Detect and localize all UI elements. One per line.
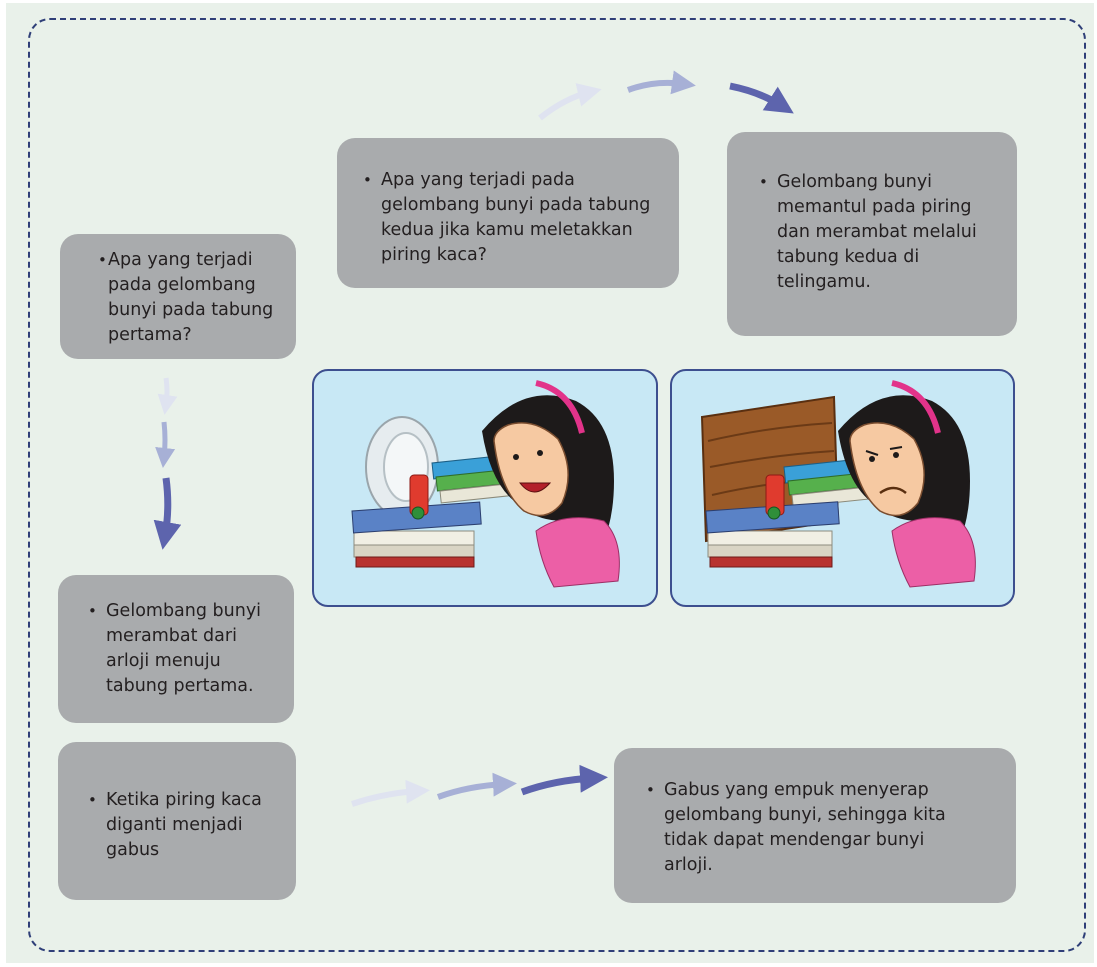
answer-first-tube-box: • Gelombang bunyi merambat dari arloji m… — [58, 575, 294, 723]
question-second-tube-text: Apa yang terjadi pada gelombang bunyi pa… — [381, 170, 651, 265]
arrow-top-1 — [538, 83, 602, 121]
dashed-frame — [28, 18, 1086, 952]
arrow-top-3 — [729, 82, 794, 114]
arrow-bottom-1 — [351, 779, 430, 807]
bullet: • — [88, 602, 97, 620]
answer-cork-text: Gabus yang empuk menyerap gelombang buny… — [664, 780, 946, 875]
question-first-tube-text: Apa yang terjadi pada gelombang bunyi pa… — [108, 250, 274, 345]
bullet: • — [759, 173, 768, 191]
arrow-down-1 — [157, 377, 178, 415]
girl-listening-plate-illustration — [312, 369, 658, 607]
answer-cork-box: • Gabus yang empuk menyerap gelombang bu… — [614, 748, 1016, 903]
arrow-down-3 — [153, 477, 182, 550]
answer-second-tube-text: Gelombang bunyi memantul pada piring dan… — [777, 172, 977, 292]
bullet: • — [88, 791, 97, 809]
girl-listening-cork-illustration — [670, 369, 1015, 607]
answer-first-tube-text: Gelombang bunyi merambat dari arloji men… — [106, 601, 262, 696]
arrow-bottom-2 — [436, 772, 517, 800]
question-first-tube-box: • Apa yang terjadi pada gelombang bunyi … — [60, 234, 296, 359]
arrow-bottom-3 — [520, 764, 608, 796]
question-second-tube-box: • Apa yang terjadi pada gelombang bunyi … — [337, 138, 679, 288]
question-cork-text: Ketika piring kaca diganti menjadi gabus — [106, 790, 262, 860]
bullet: • — [98, 251, 107, 269]
answer-second-tube-box: • Gelombang bunyi memantul pada piring d… — [727, 132, 1017, 336]
bullet: • — [363, 171, 372, 189]
arrow-top-2 — [626, 70, 696, 95]
bullet: • — [646, 781, 655, 799]
question-cork-box: • Ketika piring kaca diganti menjadi gab… — [58, 742, 296, 900]
arrow-down-2 — [155, 421, 176, 468]
